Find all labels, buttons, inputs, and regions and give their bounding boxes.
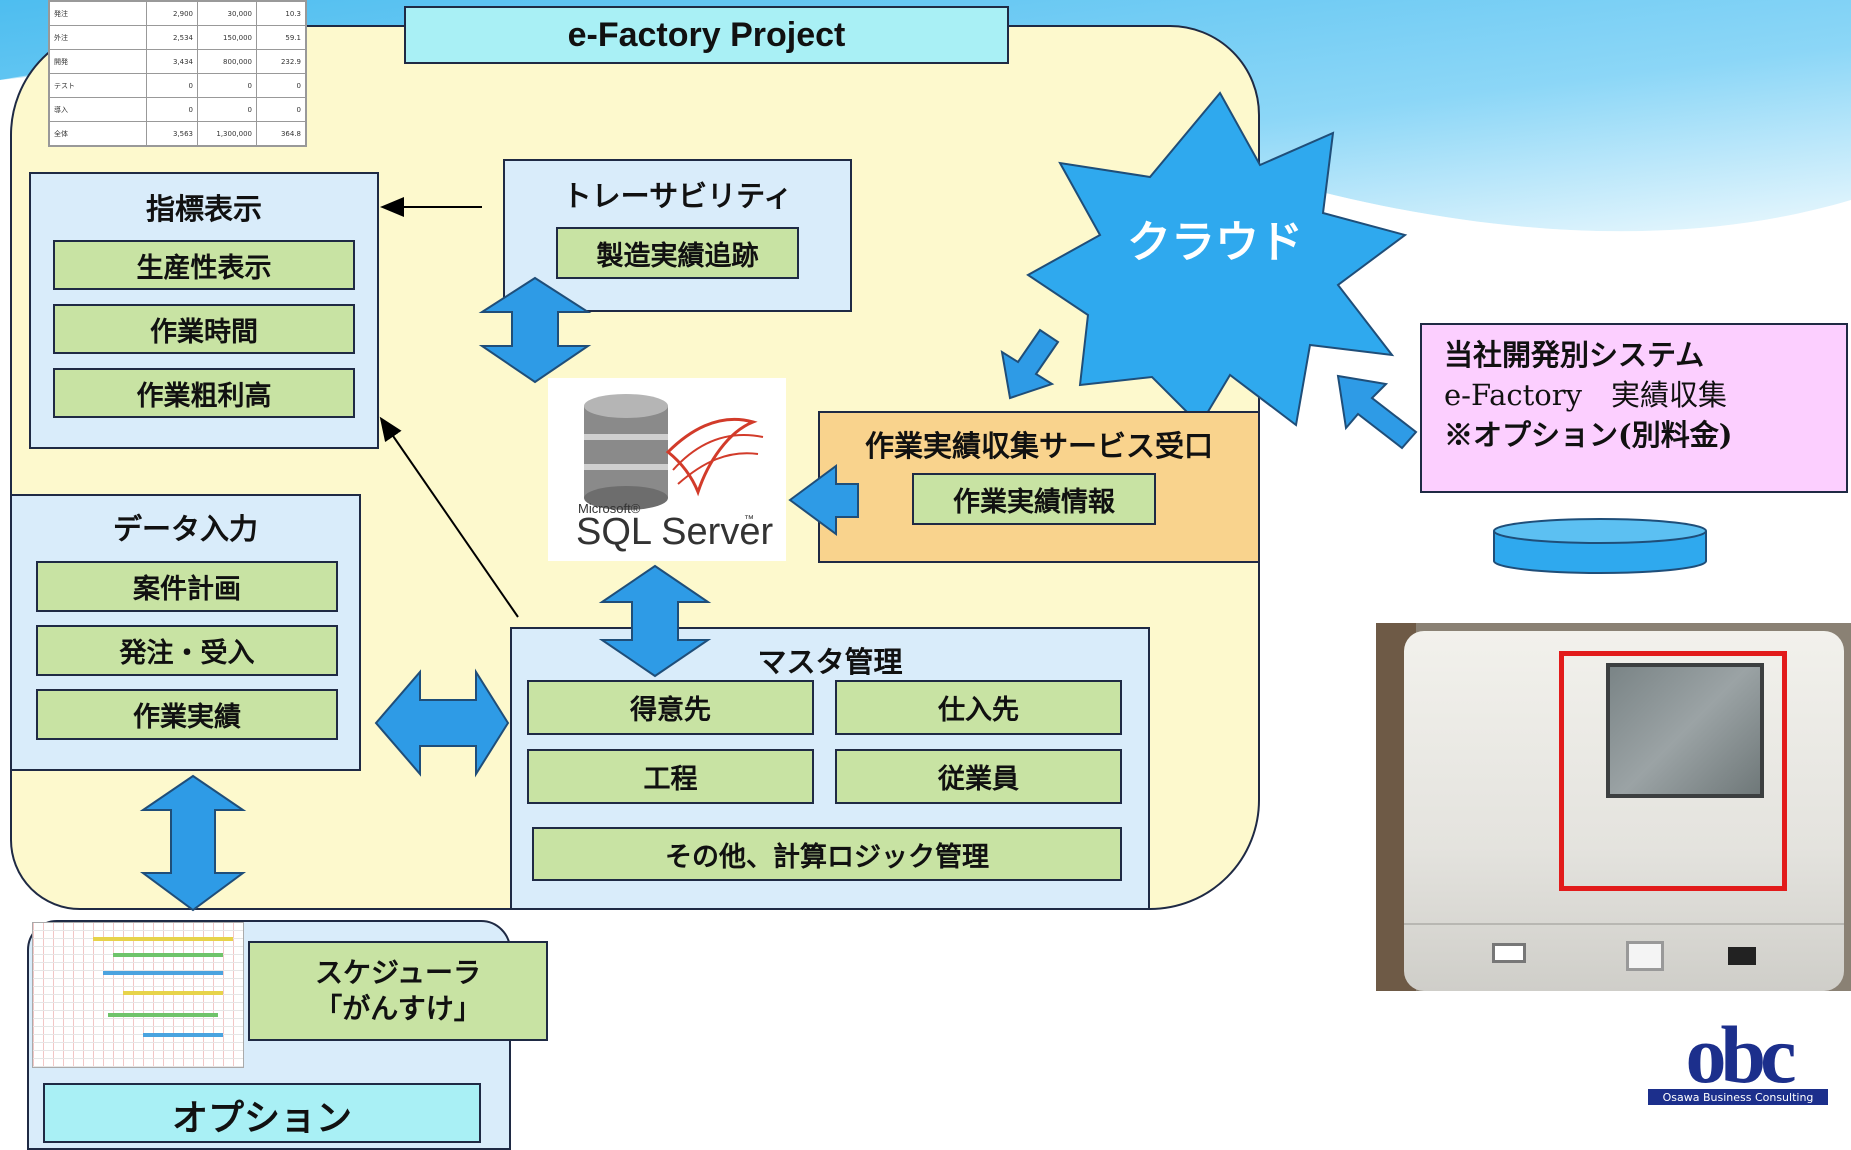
scheduler-screenshot [32, 922, 244, 1068]
master-panel: マスタ管理 得意先 仕入先 工程 従業員 その他、計算ロジック管理 [510, 627, 1150, 910]
own-system-line3: ※オプション(別料金) [1444, 418, 1733, 452]
traceability-title: トレーサビリティ [562, 179, 793, 213]
data-input-title: データ入力 [112, 512, 258, 546]
master-item-customer[interactable]: 得意先 [527, 680, 814, 735]
usb-port [1492, 943, 1526, 963]
master-item-supplier[interactable]: 仕入先 [835, 680, 1122, 735]
master-item-process[interactable]: 工程 [527, 749, 814, 804]
logo-subtitle: Osawa Business Consulting [1663, 1091, 1814, 1104]
master-title: マスタ管理 [757, 645, 903, 679]
obc-logo: obc Osawa Business Consulting [1648, 1012, 1828, 1105]
data-input-item-project-plan[interactable]: 案件計画 [36, 561, 338, 612]
sql-server-logo: Microsoft® SQL Server ™ [548, 378, 786, 561]
master-item-employee[interactable]: 従業員 [835, 749, 1122, 804]
sql-microsoft-label: Microsoft® [578, 501, 641, 516]
device-photo [1376, 623, 1851, 991]
sql-server-label: SQL Server [576, 511, 774, 553]
scheduler-box[interactable]: スケジューラ 「がんすけ」 [248, 941, 548, 1041]
data-input-item-work-result[interactable]: 作業実績 [36, 689, 338, 740]
indicator-item-productivity[interactable]: 生産性表示 [53, 240, 355, 290]
database-icon [584, 394, 764, 510]
highlight-rectangle [1559, 651, 1787, 891]
collection-title: 作業実績収集サービス受口 [864, 429, 1213, 463]
database-disk-icon [1493, 518, 1707, 574]
own-system-box: 当社開発別システム e-Factory 実績収集 ※オプション(別料金) [1420, 323, 1848, 493]
indicator-title: 指標表示 [145, 192, 262, 226]
power-port [1728, 947, 1756, 965]
indicator-item-work-time[interactable]: 作業時間 [53, 304, 355, 354]
scheduler-line2: 「がんすけ」 [314, 992, 482, 1025]
cloud-label: クラウド [1127, 217, 1303, 268]
project-title: e-Factory Project [567, 15, 846, 54]
lan-port [1626, 941, 1664, 971]
indicator-panel: 指標表示 生産性表示 作業時間 作業粗利高 [29, 172, 379, 449]
indicator-item-gross-profit[interactable]: 作業粗利高 [53, 368, 355, 418]
option-label-box: オプション [43, 1083, 481, 1143]
logo-text-o: obc [1686, 1012, 1796, 1100]
collection-panel: 作業実績収集サービス受口 作業実績情報 [818, 411, 1260, 563]
traceability-panel: トレーサビリティ 製造実績追跡 [503, 159, 852, 312]
scheduler-line1: スケジューラ [314, 956, 482, 989]
traceability-item[interactable]: 製造実績追跡 [556, 227, 799, 279]
own-system-line2: e-Factory 実績収集 [1444, 378, 1728, 412]
option-label: オプション [171, 1097, 352, 1139]
project-title-bar: e-Factory Project [404, 6, 1009, 64]
data-input-item-order-receive[interactable]: 発注・受入 [36, 625, 338, 676]
sql-tm-label: ™ [744, 514, 754, 525]
data-input-panel: データ入力 案件計画 発注・受入 作業実績 [10, 494, 361, 771]
own-system-line1: 当社開発別システム [1444, 338, 1705, 372]
cloud-icon: クラウド [1026, 91, 1408, 427]
device-display [1606, 663, 1764, 798]
master-item-other-logic[interactable]: その他、計算ロジック管理 [532, 827, 1122, 881]
collection-item[interactable]: 作業実績情報 [912, 473, 1156, 525]
